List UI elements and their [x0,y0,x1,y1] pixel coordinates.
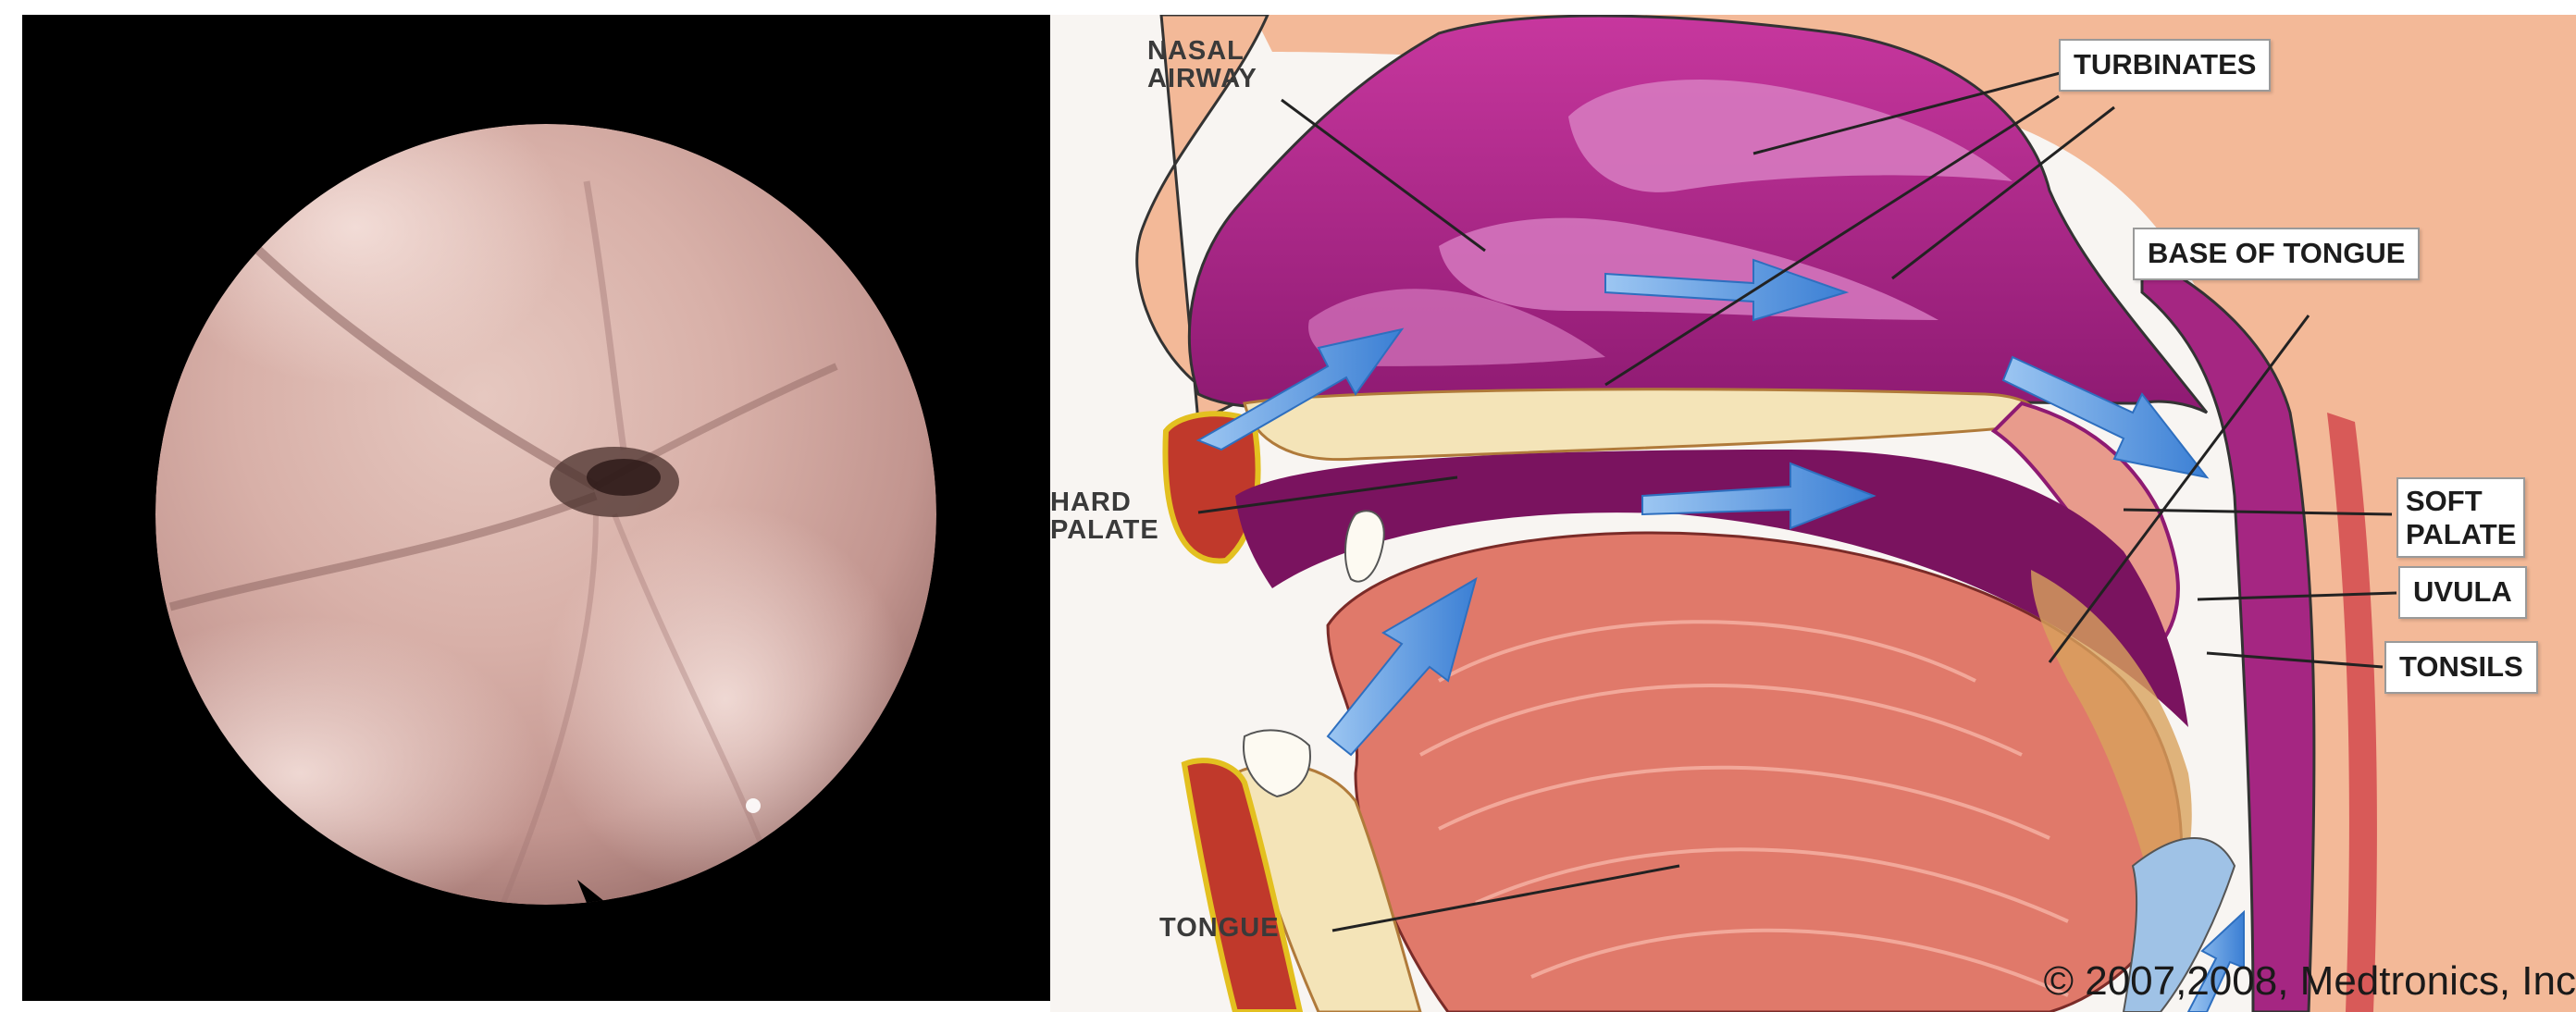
tonsils-label: TONSILS [2384,641,2538,694]
nasal-airway-label: NASAL AIRWAY [1147,37,1257,93]
hard-palate-label-line2: PALATE [1050,516,1159,544]
copyright-notice: © 2007,2008, Medtronics, Inc [2044,958,2576,1005]
soft-palate-label: SOFT PALATE [2396,477,2525,558]
base-of-tongue-label: BASE OF TONGUE [2133,228,2420,280]
anatomy-illustration [1050,15,2576,1012]
soft-palate-label-line1: SOFT [2406,485,2516,518]
endoscopic-view-photo [22,15,1050,1001]
uvula-label: UVULA [2398,566,2527,619]
soft-palate-label-line2: PALATE [2406,518,2516,551]
airway-anatomy-diagram: NASAL AIRWAY TURBINATES BASE OF TONGUE H… [1050,15,2576,1012]
endoscope-image [22,15,1050,1001]
hard-palate-label-line1: HARD [1050,488,1159,516]
tongue-label: TONGUE [1159,914,1280,942]
nasal-airway-label-line2: AIRWAY [1147,65,1257,93]
nasal-airway-label-line1: NASAL [1147,37,1257,65]
turbinates-label: TURBINATES [2059,39,2271,92]
hard-palate-label: HARD PALATE [1050,488,1159,545]
